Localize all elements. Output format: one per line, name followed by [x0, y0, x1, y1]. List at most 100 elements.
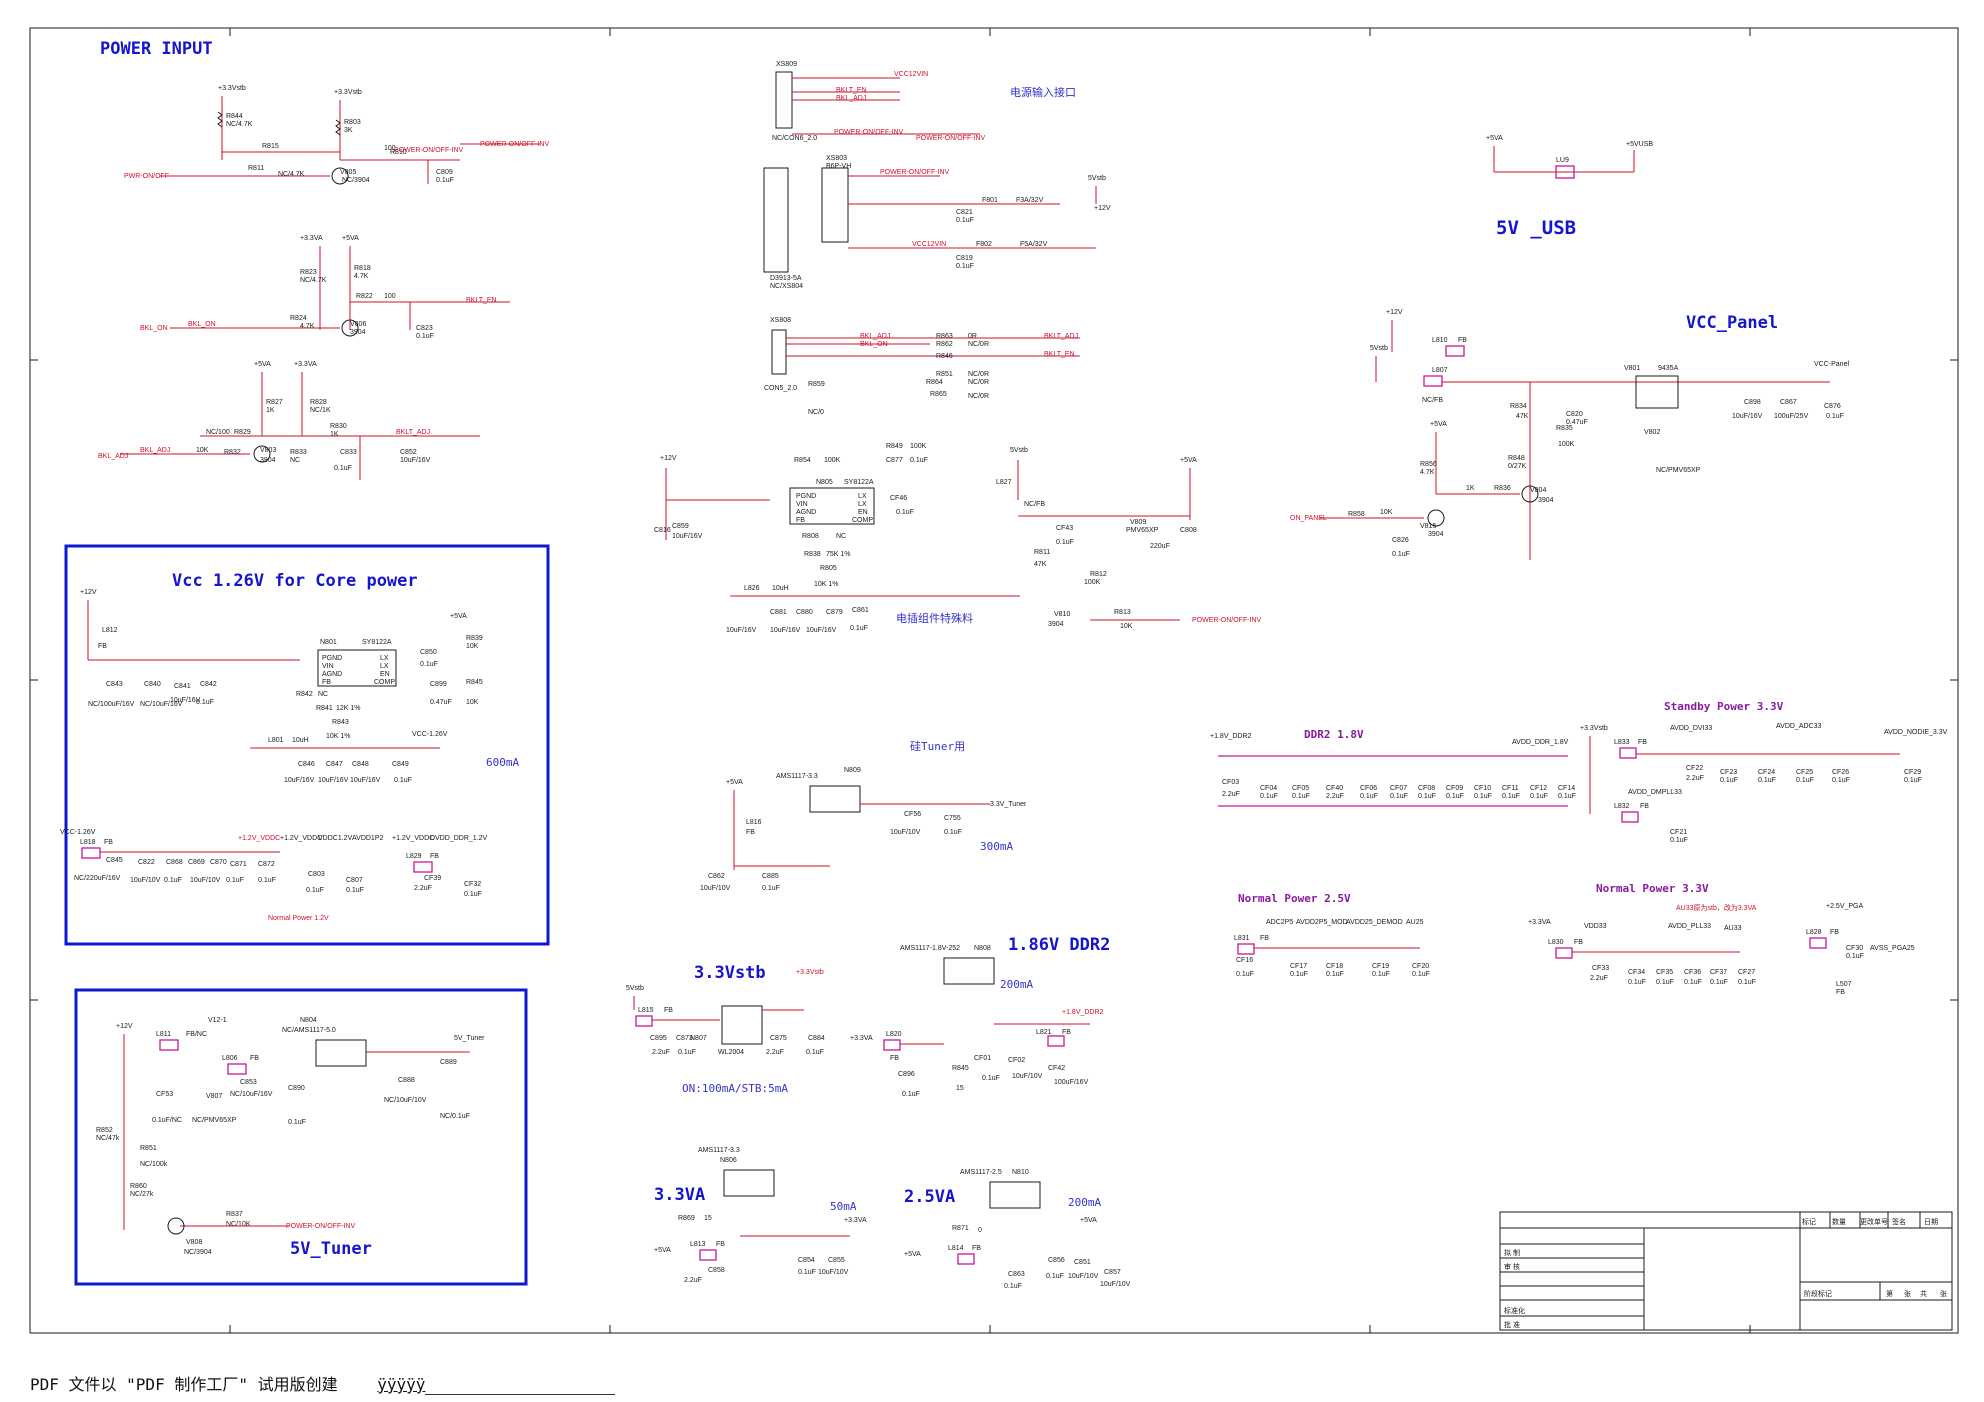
pdf-footer: PDF 文件以 "PDF 制作工厂" 试用版创建 ÿÿÿÿÿ: [30, 1371, 616, 1395]
svg-text:+5VA: +5VA: [726, 779, 743, 786]
svg-text:100K: 100K: [1558, 441, 1575, 448]
svg-text:0.1uF: 0.1uF: [464, 891, 482, 898]
svg-text:C899: C899: [430, 681, 447, 688]
svg-text:CF32: CF32: [464, 881, 481, 888]
svg-text:POWER-ON/OFF-INV: POWER-ON/OFF-INV: [394, 147, 464, 154]
svg-text:FB: FB: [746, 829, 755, 836]
svg-text:C889: C889: [440, 1059, 457, 1066]
svg-text:R851: R851: [936, 371, 953, 378]
svg-text:CF01: CF01: [974, 1055, 991, 1062]
svg-text:NC/FB: NC/FB: [1422, 397, 1443, 404]
svg-text:0.1uF: 0.1uF: [1796, 777, 1814, 784]
va33-ldo-n806: AMS1117-3.3 N806 R869 15 +3.3VA +5VA L81…: [654, 1147, 867, 1284]
plugin-component-note: 电插组件特殊料: [896, 611, 973, 625]
svg-text:CF16: CF16: [1236, 957, 1253, 964]
svg-text:CF29: CF29: [1904, 769, 1921, 776]
svg-text:PGND: PGND: [322, 655, 342, 662]
svg-text:C856: C856: [1048, 1257, 1065, 1264]
svg-text:B6P-VH: B6P-VH: [826, 163, 851, 170]
svg-text:5Vstb: 5Vstb: [626, 985, 644, 992]
svg-text:BKL_ADJ: BKL_ADJ: [836, 95, 866, 102]
svg-text:R846: R846: [936, 353, 953, 360]
svg-text:100uF/16V: 100uF/16V: [1054, 1079, 1089, 1086]
svg-text:0.1uF: 0.1uF: [1656, 979, 1674, 986]
svg-text:10uH: 10uH: [772, 585, 789, 592]
svg-text:3904: 3904: [1538, 497, 1554, 504]
svg-text:+3.3Vstb: +3.3Vstb: [334, 89, 362, 96]
svg-text:+5VA: +5VA: [904, 1251, 921, 1258]
svg-text:+1.2V_VDDC: +1.2V_VDDC: [392, 835, 434, 842]
svg-text:C862: C862: [708, 873, 725, 880]
svg-text:审 核: 审 核: [1504, 1262, 1520, 1271]
svg-text:C879: C879: [826, 609, 843, 616]
svg-text:C876: C876: [1824, 403, 1841, 410]
svg-text:R823: R823: [300, 269, 317, 276]
svg-text:+1.8V_DDR2: +1.8V_DDR2: [1210, 733, 1252, 740]
svg-text:0.1uF: 0.1uF: [1418, 793, 1436, 800]
svg-text:1K: 1K: [1466, 485, 1475, 492]
svg-text:0.1uF: 0.1uF: [1004, 1283, 1022, 1290]
svg-text:NC/PMV65XP: NC/PMV65XP: [1656, 467, 1701, 474]
svg-text:3904: 3904: [1428, 531, 1444, 538]
svg-text:10uF/16V: 10uF/16V: [170, 697, 201, 704]
svg-text:C870: C870: [210, 859, 227, 866]
svg-text:10K 1%: 10K 1%: [326, 733, 351, 740]
svg-text:N809: N809: [844, 767, 861, 774]
svg-text:C859: C859: [672, 523, 689, 530]
svg-text:CF12: CF12: [1530, 785, 1547, 792]
svg-text:C875: C875: [770, 1035, 787, 1042]
svg-text:10K: 10K: [1380, 509, 1393, 516]
svg-text:SY8122A: SY8122A: [362, 639, 392, 646]
svg-text:V808: V808: [186, 1239, 202, 1246]
svg-text:FB/NC: FB/NC: [186, 1031, 207, 1038]
svg-text:+5VA: +5VA: [342, 235, 359, 242]
svg-text:10uF/16V: 10uF/16V: [726, 627, 757, 634]
section-vcc-panel-title: VCC_Panel: [1686, 313, 1778, 333]
svg-text:NC/100k: NC/100k: [140, 1161, 168, 1168]
svg-text:FB: FB: [1836, 989, 1845, 996]
svg-text:AVDD_DDR_1.8V: AVDD_DDR_1.8V: [1512, 739, 1569, 746]
svg-text:CF30: CF30: [1846, 945, 1863, 952]
svg-text:R836: R836: [1494, 485, 1511, 492]
svg-text:AVDD2P5_MOD: AVDD2P5_MOD: [1296, 919, 1348, 926]
svg-text:L832: L832: [1614, 803, 1630, 810]
svg-text:CF09: CF09: [1446, 785, 1463, 792]
svg-text:CF39: CF39: [424, 875, 441, 882]
power-on-switch-v809: 5Vstb L827 NC/FB +5VA V809 PMV65XP C808 …: [996, 447, 1262, 630]
svg-text:CF08: CF08: [1418, 785, 1435, 792]
svg-text:220uF: 220uF: [1150, 543, 1170, 550]
svg-text:0.47uF: 0.47uF: [1566, 419, 1588, 426]
usb-5v: +5VA +5VUSB LU9: [1486, 135, 1653, 179]
svg-text:0.1uF: 0.1uF: [306, 887, 324, 894]
svg-text:R852: R852: [96, 1127, 113, 1134]
section-normal-25-title: Normal Power 2.5V: [1238, 892, 1351, 905]
core-current-note: 600mA: [486, 756, 519, 769]
svg-text:R839: R839: [466, 635, 483, 642]
section-power-input-title: POWER INPUT: [100, 39, 213, 59]
svg-text:NC/0.1uF: NC/0.1uF: [440, 1113, 470, 1120]
svg-text:CF11: CF11: [1502, 785, 1519, 792]
svg-text:标准化: 标准化: [1504, 1306, 1525, 1315]
footer-link[interactable]: ÿÿÿÿÿ: [377, 1375, 426, 1394]
normal-power-12-note: Normal Power 1.2V: [268, 915, 329, 922]
tuner-note: 硅Tuner用: [910, 740, 965, 753]
svg-text:FB: FB: [430, 853, 439, 860]
svg-text:CF34: CF34: [1628, 969, 1645, 976]
svg-text:AVDD_DMPLL33: AVDD_DMPLL33: [1628, 789, 1682, 796]
section-standby-33-title: Standby Power 3.3V: [1664, 700, 1784, 713]
svg-text:0.1uF: 0.1uF: [1046, 1273, 1064, 1280]
svg-text:0.1uF: 0.1uF: [902, 1091, 920, 1098]
section-25va-title: 2.5VA: [904, 1187, 955, 1207]
svg-text:100: 100: [384, 145, 396, 152]
svg-text:0.1uF: 0.1uF: [1372, 971, 1390, 978]
svg-text:10uF/10V: 10uF/10V: [1100, 1281, 1131, 1288]
svg-text:FB: FB: [1638, 739, 1647, 746]
svg-text:F801: F801: [982, 197, 998, 204]
svg-text:0.1uF: 0.1uF: [416, 333, 434, 340]
svg-text:PMV65XP: PMV65XP: [1126, 527, 1159, 534]
svg-text:47K: 47K: [1034, 561, 1047, 568]
svg-text:R835: R835: [1556, 425, 1573, 432]
svg-text:0.1uF: 0.1uF: [956, 217, 974, 224]
svg-text:张: 张: [1940, 1289, 1947, 1298]
svg-text:0.1uF: 0.1uF: [1326, 971, 1344, 978]
